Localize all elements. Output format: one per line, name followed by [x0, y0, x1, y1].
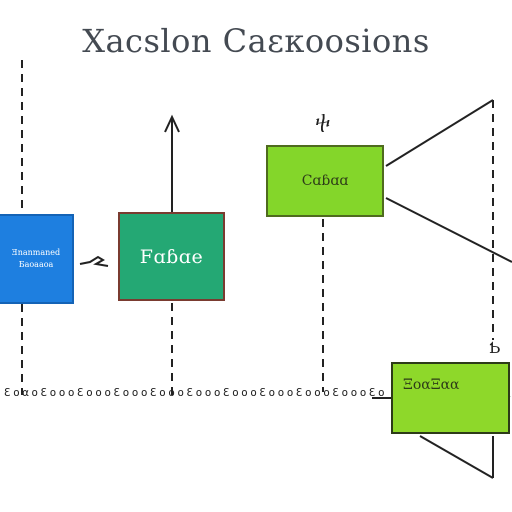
node-blue[interactable]: Ǝnanmaned Ƃaoaaoa — [0, 214, 74, 304]
axis-glyph-row: ƐoαoƐoooƐoooƐoooƐoooƐoooƐoooƐoooƐoooƐooo… — [4, 386, 384, 399]
connector-fan-bottom — [385, 197, 512, 263]
node-lime-bottom-label: ΞᴏαΞαα — [403, 377, 460, 393]
arrowhead-up-icon — [164, 114, 180, 133]
connector-fan-top — [385, 99, 494, 167]
diagram-title: Xacslon Caεκoosions — [82, 22, 430, 60]
top-symbol-icon: ⴕ — [315, 112, 331, 133]
node-teal[interactable]: Fɑɓɑe — [118, 212, 225, 301]
bottom-symbol-icon: Ƅ — [489, 338, 501, 357]
node-lime-top-label: Cɑɓɑɑ — [301, 173, 349, 189]
squiggle-arrow-icon — [79, 255, 109, 267]
node-lime-top[interactable]: Cɑɓɑɑ — [266, 145, 384, 217]
node-blue-label: Ǝnanmaned Ƃaoaaoa — [11, 248, 61, 269]
node-lime-bottom[interactable]: ΞᴏαΞαα — [391, 362, 510, 434]
node-teal-label: Fɑɓɑe — [139, 245, 204, 268]
connector-lower-top — [419, 435, 494, 479]
